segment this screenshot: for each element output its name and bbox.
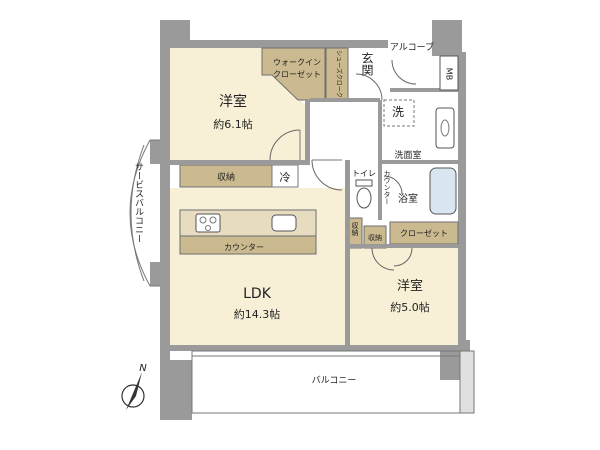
fridge-label: 冷 [280, 171, 291, 184]
shoes-closet-label: シューズクローク [335, 50, 343, 98]
bathroom-label: 浴室 [398, 192, 418, 205]
room-floors [170, 47, 459, 345]
walk-in-closet-line1: ウォークイン [273, 58, 321, 67]
washroom-label: 洗面室 [394, 149, 421, 161]
outer-walls [150, 20, 470, 420]
ldk-name: LDK [243, 286, 272, 302]
mb-label: MB [445, 68, 454, 80]
storage-small-2-label: 収納 [368, 233, 382, 242]
western-room-2-name: 洋室 [397, 278, 423, 294]
balcony-label: バルコニー [312, 375, 357, 386]
compass-icon: N [121, 363, 147, 410]
service-balcony [129, 139, 160, 287]
kitchen-counter-label: カウンター [224, 243, 264, 252]
inner-walls [170, 55, 460, 345]
ldk-size: 約14.3帖 [234, 307, 281, 321]
alcove-label: アルコーブ [390, 41, 434, 53]
storage-small-1-label: 収納 [351, 222, 359, 237]
room-labels: 洋室 約6.1帖 ウォークイン クローゼット シューズクローク 玄関 アルコーブ… [133, 41, 454, 386]
western-room-2-size: 約5.0帖 [390, 300, 430, 314]
fixtures [195, 99, 457, 233]
compass-north-label: N [139, 363, 147, 374]
storage-top-label: 収納 [217, 171, 235, 183]
counter-small-label: カウンター [383, 170, 391, 205]
entrance-label: 玄関 [360, 51, 374, 76]
balcony-area [191, 350, 475, 414]
wash-label: 洗 [392, 105, 404, 119]
western-room-1-size: 約6.1帖 [213, 117, 253, 131]
western-room-1-name: 洋室 [219, 93, 247, 110]
doors [269, 59, 417, 271]
toilet-label: トイレ [352, 169, 376, 178]
closet-label: クローゼット [400, 228, 448, 238]
service-balcony-label: サービスバルコニー [133, 162, 144, 243]
walk-in-closet-line2: クローゼット [273, 69, 321, 79]
